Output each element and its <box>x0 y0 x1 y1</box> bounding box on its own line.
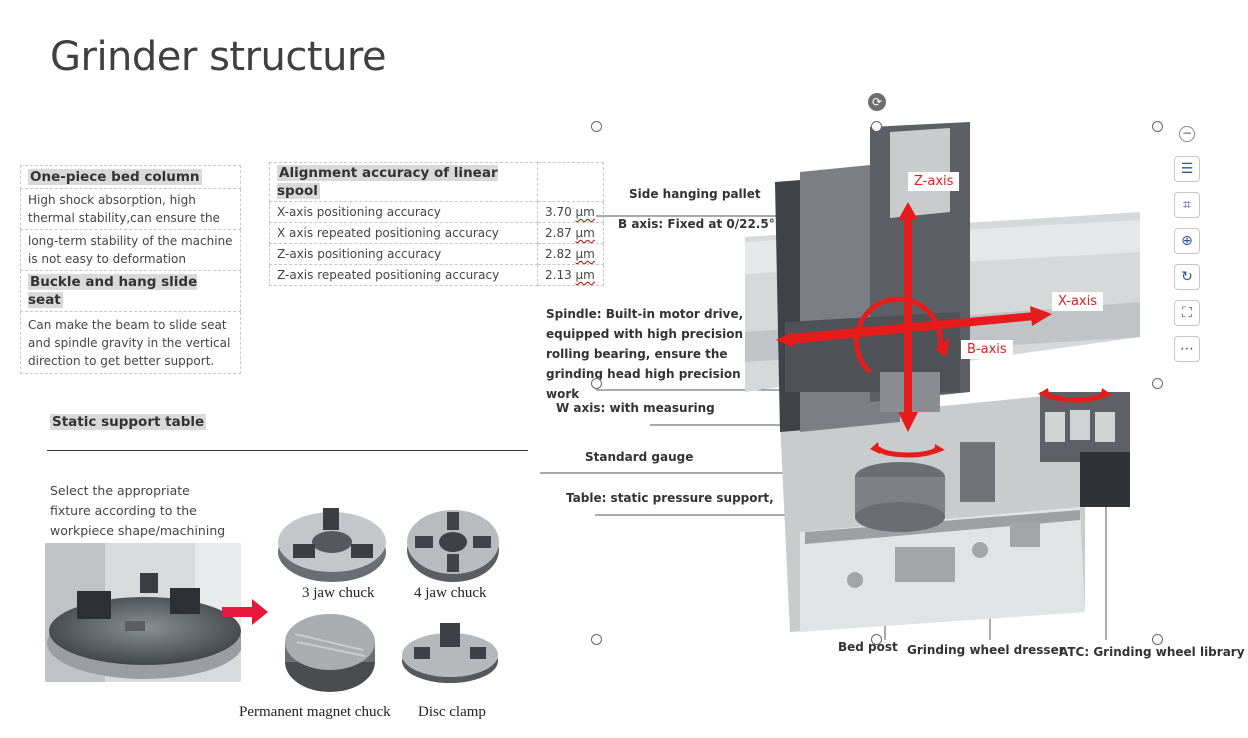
table-label: Table: static pressure support, <box>566 491 774 505</box>
slide-seat-header: Buckle and hang slide seat <box>28 274 198 308</box>
bed-post-label: Bed post <box>838 640 898 654</box>
table-row: X-axis positioning accuracy 3.70 μm <box>269 201 604 223</box>
resize-handle[interactable] <box>591 378 602 389</box>
table-row: Can make the beam to slide seat and spin… <box>20 311 241 374</box>
side-hanging-pallet-label: Side hanging pallet <box>629 187 761 201</box>
fixture-description: Select the appropriate fixture according… <box>50 483 226 558</box>
divider <box>47 450 528 451</box>
three-jaw-chuck-caption: 3 jaw chuck <box>302 585 375 601</box>
w-axis-label: W axis: with measuring <box>556 401 715 415</box>
collapse-icon[interactable]: − <box>1179 126 1195 142</box>
table-row: High shock absorption, high thermal stab… <box>20 188 241 230</box>
crop-icon[interactable]: ⌗ <box>1174 192 1200 218</box>
bed-column-table: One-piece bed column High shock absorpti… <box>20 165 241 374</box>
dresser-label: Grinding wheel dresser <box>907 643 1065 657</box>
resize-handle[interactable] <box>1152 634 1163 645</box>
rotate-handle-icon[interactable]: ⟳ <box>868 93 886 111</box>
three-jaw-chuck-image <box>278 508 386 582</box>
resize-handle[interactable] <box>1152 378 1163 389</box>
b-axis-label: B-axis <box>961 340 1013 359</box>
bed-column-header: One-piece bed column <box>28 169 202 185</box>
rotate-icon[interactable]: ↻ <box>1174 264 1200 290</box>
worktable-photo <box>45 543 241 682</box>
zoom-in-icon[interactable]: ⊕ <box>1174 228 1200 254</box>
table-row: long-term stability of the machine is no… <box>20 229 241 271</box>
magnet-chuck-image <box>285 614 375 692</box>
static-support-title: Static support table <box>50 414 207 430</box>
four-jaw-chuck-caption: 4 jaw chuck <box>414 585 487 601</box>
table-row: X axis repeated positioning accuracy 2.8… <box>269 222 604 244</box>
standard-gauge-label: Standard gauge <box>585 450 694 464</box>
resize-handle[interactable] <box>1152 121 1163 132</box>
select-area-icon[interactable]: ⛶ <box>1174 300 1200 326</box>
disc-clamp-caption: Disc clamp <box>418 704 486 720</box>
arrow-right-icon <box>222 599 268 625</box>
spindle-label: Spindle: Built-in motor drive, equipped … <box>546 307 744 401</box>
resize-handle[interactable] <box>591 634 602 645</box>
resize-handle[interactable] <box>871 121 882 132</box>
atc-label: ATC: Grinding wheel library <box>1059 645 1245 659</box>
resize-handle[interactable] <box>591 121 602 132</box>
more-icon[interactable]: ⋯ <box>1174 336 1200 362</box>
resize-handle[interactable] <box>871 634 882 645</box>
disc-clamp-image <box>402 623 498 683</box>
page-title: Grinder structure <box>50 34 387 80</box>
alignment-table: Alignment accuracy of linear spool X-axi… <box>269 162 604 286</box>
image-toolbar: − ☰ ⌗ ⊕ ↻ ⛶ ⋯ <box>1174 126 1200 372</box>
four-jaw-chuck-image <box>407 510 499 582</box>
magnet-chuck-caption: Permanent magnet chuck <box>239 704 391 720</box>
alignment-header: Alignment accuracy of linear spool <box>277 165 498 199</box>
z-axis-label: Z-axis <box>908 172 960 191</box>
wrap-text-icon[interactable]: ☰ <box>1174 156 1200 182</box>
b-axis-fixed-label: B axis: Fixed at 0/22.5° <box>618 217 775 231</box>
x-axis-label: X-axis <box>1052 292 1103 311</box>
grinder-machine-image <box>540 122 1140 640</box>
table-row: Z-axis repeated positioning accuracy 2.1… <box>269 264 604 286</box>
